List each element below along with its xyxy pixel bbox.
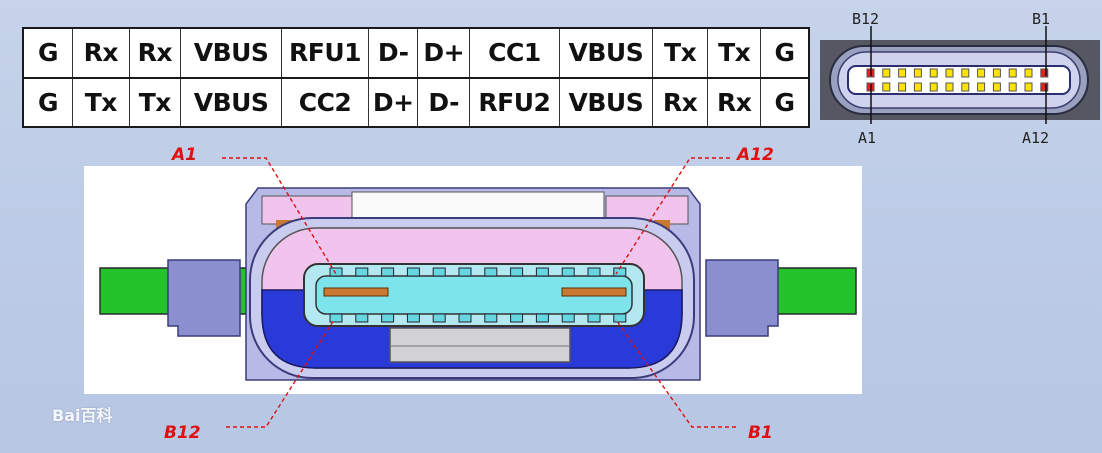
face-pin-top-8 <box>977 68 986 78</box>
pin-a12: G <box>759 27 810 79</box>
bottom-insert <box>389 327 571 363</box>
pin-a2: Rx <box>72 27 130 79</box>
pin-b3: Rx <box>651 77 709 128</box>
pin-a9: VBUS <box>558 27 653 79</box>
pin-b9: VBUS <box>180 77 283 128</box>
contact-right <box>561 287 627 297</box>
face-pin-bottom-3 <box>898 82 907 92</box>
face-pin-bottom-6 <box>945 82 954 92</box>
mount-leg-left <box>167 259 241 337</box>
label-a1: A1 <box>172 145 197 165</box>
face-pin-bottom-10 <box>1008 82 1017 92</box>
face-pins-top <box>866 68 1049 78</box>
pinout-row-bottom: G Tx Tx VBUS CC2 D+ D- RFU2 VBUS Rx Rx G <box>22 77 810 128</box>
baidu-watermark-logo: Bai百科 <box>52 406 113 425</box>
cs-pin-bottom-6 <box>458 313 472 323</box>
face-pin-bottom-5 <box>929 82 938 92</box>
face-tongue <box>847 65 1071 95</box>
cs-pin-bottom-11 <box>587 313 601 323</box>
face-pin-top-2 <box>882 68 891 78</box>
face-pin-top-9 <box>992 68 1001 78</box>
pin-a5: RFU1 <box>281 27 369 79</box>
cs-pin-bottom-3 <box>381 313 395 323</box>
pin-a11: Tx <box>707 27 761 79</box>
face-label-b12: B12 <box>852 10 879 28</box>
face-label-a12: A12 <box>1022 129 1049 147</box>
label-a12: A12 <box>737 145 774 165</box>
face-pin-bottom-4 <box>913 82 922 92</box>
cs-pin-top-11 <box>587 267 601 277</box>
face-pin-top-3 <box>898 68 907 78</box>
face-pins-bottom <box>866 82 1049 92</box>
face-label-b1: B1 <box>1032 10 1050 28</box>
housing-top-center <box>351 191 605 221</box>
pinout-table: G Rx Rx VBUS RFU1 D- D+ CC1 VBUS Tx Tx G… <box>22 27 810 128</box>
pin-b12: G <box>22 77 73 128</box>
face-label-a1: A1 <box>858 129 876 147</box>
cross-section-pins-top <box>329 267 627 277</box>
pinout-row-top: G Rx Rx VBUS RFU1 D- D+ CC1 VBUS Tx Tx G <box>22 27 810 79</box>
cs-pin-bottom-7 <box>484 313 498 323</box>
cs-pin-top-10 <box>561 267 575 277</box>
cs-pin-bottom-2 <box>355 313 369 323</box>
cs-pin-bottom-1 <box>329 313 343 323</box>
label-b12: B12 <box>164 423 201 443</box>
cs-pin-bottom-5 <box>432 313 446 323</box>
connector-cross-section <box>84 157 862 428</box>
cs-pin-top-1 <box>329 267 343 277</box>
pin-b8: CC2 <box>281 77 369 128</box>
pin-a4: VBUS <box>180 27 283 79</box>
contact-left <box>323 287 389 297</box>
cs-pin-top-3 <box>381 267 395 277</box>
pin-b10: Tx <box>128 77 182 128</box>
face-pin-bottom-11 <box>1024 82 1033 92</box>
pin-b2: Rx <box>707 77 761 128</box>
face-pin-top-11 <box>1024 68 1033 78</box>
pin-b6: D- <box>417 77 470 128</box>
cs-pin-top-6 <box>458 267 472 277</box>
face-pin-bottom-12 <box>1040 82 1049 92</box>
face-pin-bottom-7 <box>961 82 970 92</box>
cs-pin-top-5 <box>432 267 446 277</box>
cross-section-pins-bottom <box>329 313 627 323</box>
cs-pin-bottom-4 <box>406 313 420 323</box>
pin-b7: D+ <box>367 77 419 128</box>
pin-a8: CC1 <box>468 27 560 79</box>
leader-b1 <box>615 319 736 428</box>
face-pin-bottom-2 <box>882 82 891 92</box>
pin-a7: D+ <box>417 27 470 79</box>
face-pin-bottom-9 <box>992 82 1001 92</box>
pin-b11: Tx <box>72 77 130 128</box>
pin-a10: Tx <box>651 27 709 79</box>
cs-pin-bottom-8 <box>510 313 524 323</box>
pin-a1: G <box>22 27 73 79</box>
tongue <box>315 275 633 315</box>
cs-pin-top-2 <box>355 267 369 277</box>
face-pin-top-12 <box>1040 68 1049 78</box>
face-pin-top-5 <box>929 68 938 78</box>
cs-pin-bottom-10 <box>561 313 575 323</box>
face-pin-top-10 <box>1008 68 1017 78</box>
pin-b4: VBUS <box>558 77 653 128</box>
face-pin-top-6 <box>945 68 954 78</box>
pin-b1: G <box>759 77 810 128</box>
face-pin-top-7 <box>961 68 970 78</box>
connector-face-diagram: B12 B1 A1 A12 <box>820 10 1100 147</box>
pin-a6: D- <box>367 27 419 79</box>
cs-pin-top-7 <box>484 267 498 277</box>
pin-b5: RFU2 <box>468 77 560 128</box>
mount-leg-right <box>705 259 779 337</box>
cs-pin-top-9 <box>535 267 549 277</box>
face-pin-top-4 <box>913 68 922 78</box>
cs-pin-bottom-12 <box>613 313 627 323</box>
leader-a1 <box>222 157 337 275</box>
face-pin-bottom-8 <box>977 82 986 92</box>
label-b1: B1 <box>748 423 773 443</box>
cs-pin-top-4 <box>406 267 420 277</box>
pin-a3: Rx <box>128 27 182 79</box>
cs-pin-top-8 <box>510 267 524 277</box>
cs-pin-bottom-9 <box>535 313 549 323</box>
